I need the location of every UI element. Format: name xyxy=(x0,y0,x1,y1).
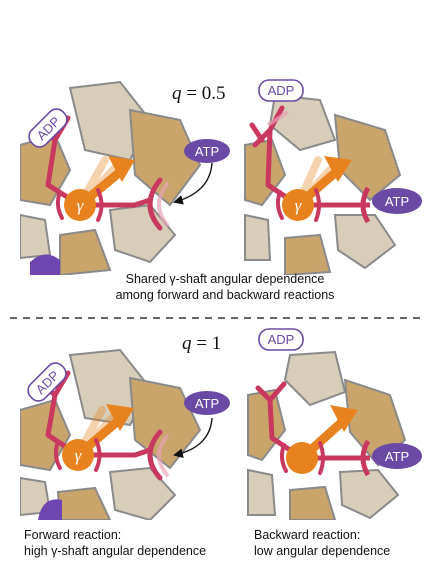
caption-line: low angular dependence xyxy=(254,544,391,558)
atp-bound: ATP xyxy=(372,188,422,214)
binding-arrow xyxy=(173,417,213,459)
atp-free: ATP xyxy=(184,391,230,415)
svg-text:ADP: ADP xyxy=(268,83,295,98)
caption-line: Backward reaction: xyxy=(254,528,361,542)
top-right-motor xyxy=(244,93,402,275)
top-caption: Shared γ-shaft angular dependence among … xyxy=(60,271,390,303)
gamma-arrowhead xyxy=(108,156,135,182)
bottom-left-motor xyxy=(20,348,202,520)
alpha-subunit xyxy=(128,108,202,207)
bottom-right-motor xyxy=(247,350,407,520)
q-value: = 0.5 xyxy=(181,83,226,104)
adp-pill-bottom: ADP xyxy=(258,328,304,351)
purple-subunit xyxy=(30,254,60,275)
caption-line: high γ-shaft angular dependence xyxy=(24,544,207,558)
q-label-top: q = 0.5 xyxy=(172,83,225,105)
caption-line: among forward and backward reactions xyxy=(115,288,335,302)
svg-text:ATP: ATP xyxy=(385,449,409,464)
atp-free: ATP xyxy=(184,139,230,163)
q-variable: q xyxy=(172,83,182,104)
gamma-label: γ xyxy=(77,196,85,215)
q-value: = 1 xyxy=(191,333,222,354)
q-label-bottom: q = 1 xyxy=(182,333,221,355)
top-left-motor xyxy=(20,80,202,275)
bottom-right-caption: Backward reaction: low angular dependenc… xyxy=(254,527,429,559)
gamma-subunit xyxy=(64,189,96,221)
svg-text:ATP: ATP xyxy=(385,194,409,209)
catalytic-site xyxy=(147,177,163,231)
svg-text:ATP: ATP xyxy=(195,396,219,411)
beta-subunit xyxy=(108,203,177,264)
atp-bound: ATP xyxy=(372,443,422,469)
bottom-left-caption: Forward reaction: high γ-shaft angular d… xyxy=(24,527,234,559)
svg-text:ATP: ATP xyxy=(195,144,219,159)
gamma-label: γ xyxy=(75,446,83,465)
svg-text:ADP: ADP xyxy=(268,332,295,347)
binding-arrow xyxy=(173,162,213,205)
beta-subunit xyxy=(20,213,52,260)
caption-line: Forward reaction: xyxy=(24,528,122,542)
alpha-subunit xyxy=(59,228,112,275)
q-variable: q xyxy=(182,333,192,354)
caption-line: Shared γ-shaft angular dependence xyxy=(125,272,325,286)
gamma-label: γ xyxy=(295,196,303,215)
adp-pill-top: ADP xyxy=(258,79,304,102)
